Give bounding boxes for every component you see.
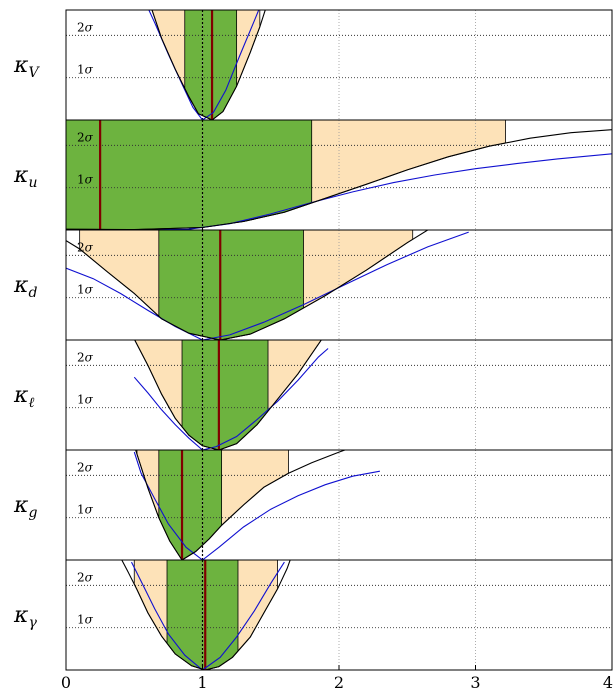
sigma-label: 2σ xyxy=(77,130,94,144)
x-tick-label: 2 xyxy=(334,673,344,690)
sigma-label: 1σ xyxy=(77,63,94,77)
panel-kappa-g: 1σ 2σ κg xyxy=(13,449,613,561)
observed-curve xyxy=(66,129,612,230)
sigma-label: 1σ xyxy=(77,503,94,517)
x-tick-label: 1 xyxy=(197,673,207,690)
expected-curve xyxy=(66,153,612,230)
observed-curve xyxy=(135,450,347,560)
panel-kappa-l: 1σ 2σ κℓ xyxy=(13,339,613,451)
observed-curve xyxy=(134,340,322,450)
expected-curve xyxy=(66,231,469,340)
panel-label: κℓ xyxy=(13,383,34,411)
sigma-label: 2σ xyxy=(77,350,94,364)
expected-curve xyxy=(133,451,380,560)
sigma-label: 1σ xyxy=(77,393,94,407)
panel-kappa-u: 1σ 2σ κu xyxy=(13,119,613,231)
panel-label: κu xyxy=(13,163,37,191)
sigma-label: 1σ xyxy=(77,283,94,297)
x-tick-label: 3 xyxy=(470,673,480,690)
sigma-label: 2σ xyxy=(77,20,94,34)
panel-kappa-d: 1σ 2σ κd xyxy=(13,229,613,341)
sigma-label: 2σ xyxy=(77,460,94,474)
observed-curve xyxy=(66,230,429,340)
panel-kappa-gamma: 1σ 2σ κγ xyxy=(13,559,613,671)
x-tick-label: 4 xyxy=(603,673,613,690)
observed-curve xyxy=(151,10,266,120)
panel-label: κV xyxy=(13,53,40,81)
panel-label: κγ xyxy=(13,603,37,631)
expected-curve xyxy=(131,561,285,670)
expected-curve xyxy=(133,348,329,450)
sigma-label: 1σ xyxy=(77,173,94,187)
panel-label: κg xyxy=(13,493,37,521)
sigma-label: 1σ xyxy=(77,613,94,627)
panel-label: κd xyxy=(13,273,37,301)
sigma-label: 2σ xyxy=(77,570,94,584)
panel-kappa-V: 1σ 2σ κV xyxy=(13,9,613,121)
band-1sigma xyxy=(184,10,238,120)
sigma-label: 2σ xyxy=(77,240,94,254)
observed-curve xyxy=(121,560,291,670)
x-tick-label: 0 xyxy=(61,673,71,690)
